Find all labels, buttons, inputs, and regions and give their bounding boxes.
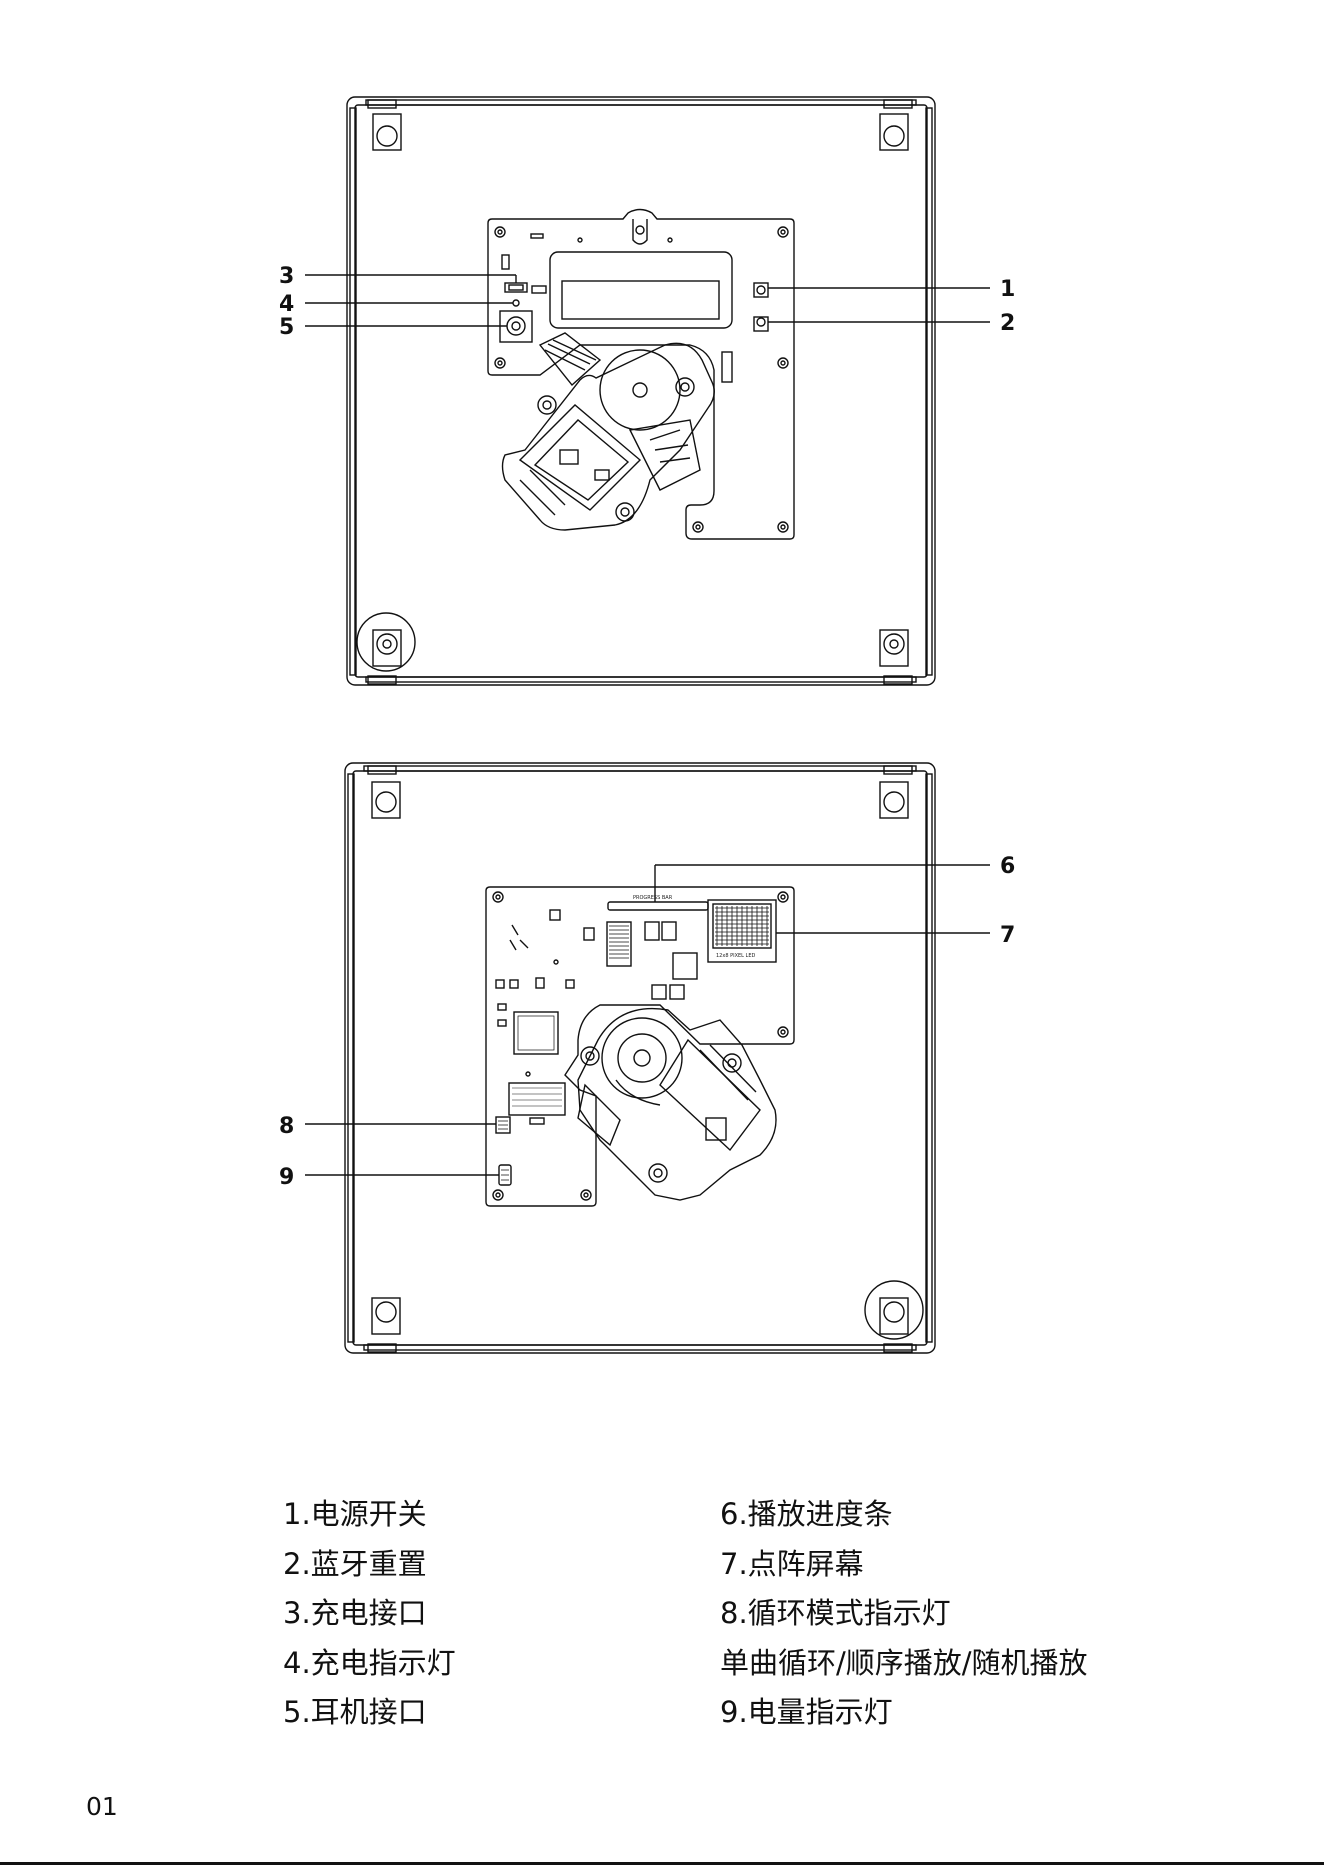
charging-indicator xyxy=(513,300,519,306)
callout-4: 4 xyxy=(279,292,294,317)
progress-bar-strip xyxy=(608,902,708,910)
led-matrix-screen: 12x8 PIXEL LED xyxy=(708,900,776,962)
callout-3: 3 xyxy=(279,264,294,289)
top-lcd-window xyxy=(550,252,732,328)
top-pcb-screws xyxy=(495,227,788,532)
callout-7: 7 xyxy=(1000,923,1015,948)
top-pcb-outline xyxy=(488,210,794,540)
callout-1: 1 xyxy=(1000,277,1015,302)
bottom-rule xyxy=(0,1862,1324,1865)
bottom-view-diagram: PROGRESS BAR 12x8 PIXEL LED xyxy=(279,763,1015,1353)
top-cd-mechanism xyxy=(503,343,715,530)
callout-8: 8 xyxy=(279,1114,294,1139)
legend-item-loop-mode-indicator: 8.循环模式指示灯 xyxy=(720,1589,1088,1639)
legend-left-column: 1.电源开关 2.蓝牙重置 3.充电接口 4.充电指示灯 5.耳机接口 xyxy=(283,1490,456,1738)
bottom-corner-feet xyxy=(368,766,923,1352)
callout-6: 6 xyxy=(1000,854,1015,879)
top-view-diagram: 1 2 3 4 5 xyxy=(279,97,1015,685)
top-corner-feet xyxy=(357,100,912,684)
callout-9: 9 xyxy=(279,1165,294,1190)
legend-item-loop-modes: 单曲循环/顺序播放/随机播放 xyxy=(720,1639,1088,1689)
led-matrix-label: 12x8 PIXEL LED xyxy=(716,953,755,959)
top-buttons xyxy=(722,283,768,382)
progress-bar-label: PROGRESS BAR xyxy=(633,895,673,901)
bottom-pcb-screws xyxy=(493,892,788,1200)
legend-right-column: 6.播放进度条 7.点阵屏幕 8.循环模式指示灯 单曲循环/顺序播放/随机播放 … xyxy=(720,1490,1088,1738)
callout-5: 5 xyxy=(279,315,294,340)
bottom-pcb-outline xyxy=(486,887,794,1206)
legend-item-dot-matrix-screen: 7.点阵屏幕 xyxy=(720,1540,1088,1590)
page-number: 01 xyxy=(86,1792,118,1821)
legend-item-headphone-jack: 5.耳机接口 xyxy=(283,1688,456,1738)
bottom-case-outline xyxy=(345,763,935,1353)
callout-2: 2 xyxy=(1000,311,1015,336)
legend-item-progress-bar: 6.播放进度条 xyxy=(720,1490,1088,1540)
legend-item-power-switch: 1.电源开关 xyxy=(283,1490,456,1540)
legend-item-charging-indicator: 4.充电指示灯 xyxy=(283,1639,456,1689)
bottom-callout-leaders xyxy=(305,865,990,1175)
legend-item-bluetooth-reset: 2.蓝牙重置 xyxy=(283,1540,456,1590)
bottom-cd-mechanism xyxy=(578,1009,776,1200)
legend-item-charging-port: 3.充电接口 xyxy=(283,1589,456,1639)
top-case-outline xyxy=(347,97,935,685)
legend-item-battery-indicator: 9.电量指示灯 xyxy=(720,1688,1088,1738)
